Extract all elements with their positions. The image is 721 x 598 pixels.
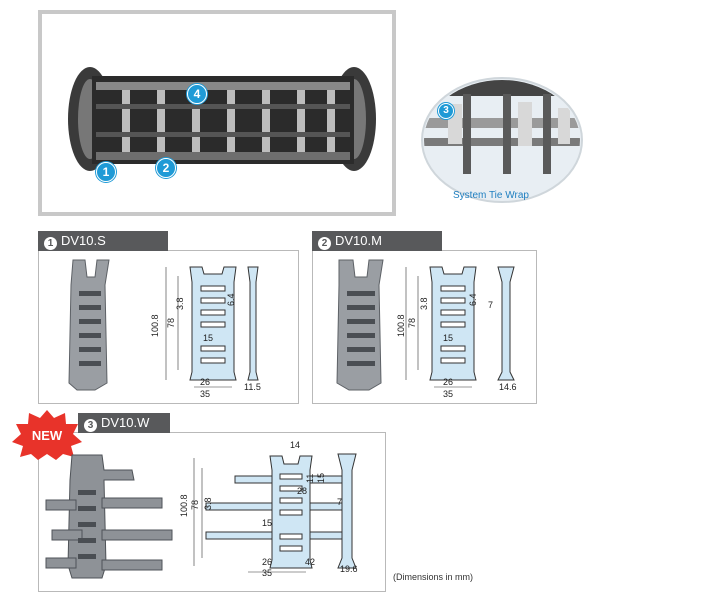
dv10s-pitch: 3.8: [175, 297, 185, 310]
tie-wrap-zoom-illustration: [421, 77, 583, 203]
dv10w-width-outer: 35: [262, 568, 273, 578]
dv10w-height-outer: 100.8: [179, 494, 189, 517]
dv10w-pitch: 3.8: [203, 497, 213, 510]
dv10m-center: 15: [443, 333, 454, 343]
section-number: 1: [44, 237, 57, 250]
callout-3: 3: [438, 103, 454, 119]
dv10s-tab: 1 DV10.S: [38, 231, 168, 251]
new-badge-label: NEW: [32, 428, 63, 443]
dv10s-width-inner: 26: [200, 377, 211, 387]
section-number: 3: [84, 419, 97, 432]
callout-2: 2: [156, 158, 176, 178]
dv10w-drawing: [193, 453, 357, 573]
dv10s-side-width: 11.5: [244, 382, 261, 392]
dv10m-pitch: 3.8: [419, 297, 429, 310]
dv10w-top-width: 14: [290, 440, 301, 450]
dv10s-slot: 6.4: [226, 293, 236, 306]
dv10s-part-illustration: [68, 259, 110, 391]
dv10m-width-outer: 35: [443, 389, 454, 399]
dv10w-gap: 7: [337, 497, 343, 507]
dv10m-drawing: [405, 266, 515, 388]
dv10w-center: 15: [262, 518, 273, 528]
dv10w-width-inner: 26: [262, 557, 273, 567]
dv10m-height-inner: 78: [407, 317, 417, 328]
dv10w-slot-large: 15: [316, 472, 326, 483]
dv10w-height-inner: 78: [190, 499, 200, 510]
callout-4: 4: [187, 84, 207, 104]
dv10s-height-inner: 78: [166, 317, 176, 328]
dv10m-part-illustration: [336, 259, 384, 391]
callout-1: 1: [96, 162, 116, 182]
section-title: DV10.S: [61, 233, 106, 248]
cable-carrier-illustration: [68, 67, 376, 171]
dv10w-side-width: 19.6: [340, 564, 358, 574]
section-title: DV10.M: [335, 233, 382, 248]
dv10w-tab: 3 DV10.W: [78, 413, 170, 433]
dv10w-slot-small: 11: [305, 473, 315, 483]
dv10m-gap: 7: [488, 300, 494, 310]
dv10w-arm-length: 42: [305, 557, 316, 567]
new-badge: NEW: [12, 410, 82, 460]
dv10w-inner-width: 28: [297, 486, 308, 496]
dimensions-note: (Dimensions in mm): [393, 572, 474, 582]
dv10s-center: 15: [203, 333, 214, 343]
dv10s-width-outer: 35: [200, 389, 211, 399]
section-number: 2: [318, 237, 331, 250]
section-title: DV10.W: [101, 415, 150, 430]
dv10w-part-illustration: [45, 454, 173, 579]
dv10m-slot: 6.4: [468, 293, 478, 306]
dv10m-tab: 2 DV10.M: [312, 231, 442, 251]
zoom-caption: System Tie Wrap: [453, 190, 529, 201]
dv10m-side-width: 14.6: [499, 382, 517, 392]
dv10s-height-outer: 100.8: [150, 314, 160, 337]
dv10m-height-outer: 100.8: [396, 314, 406, 337]
dv10s-drawing: [165, 266, 259, 388]
product-hero-frame: [38, 10, 396, 216]
dv10m-width-inner: 26: [443, 377, 454, 387]
